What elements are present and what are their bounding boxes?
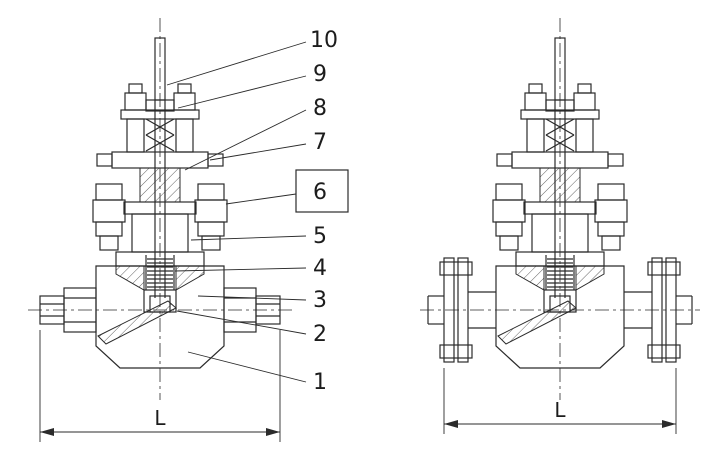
seat-section-right <box>175 265 205 291</box>
callout-label-2: 2 <box>313 322 327 347</box>
right-valve-dimension: L <box>443 368 677 434</box>
body-partition <box>497 300 577 345</box>
left-valve-view: L <box>28 18 292 442</box>
end-flange-right <box>647 257 693 363</box>
seat-section-left <box>515 265 545 291</box>
callout-label-6: 6 <box>313 180 327 205</box>
dim-arrow-left <box>40 428 54 436</box>
callout-label-7: 7 <box>313 130 327 155</box>
neck-right <box>624 291 652 329</box>
pipe-stub-right <box>255 295 281 325</box>
seat-section-right <box>575 265 605 291</box>
valve-body-outline <box>495 265 625 369</box>
right-valve-centerlines <box>420 18 700 400</box>
callout-6-box <box>295 169 349 213</box>
callout-label-1: 1 <box>313 370 327 395</box>
end-flange-left <box>427 257 473 363</box>
dim-arrow-right <box>266 428 280 436</box>
flange-bolt-top <box>439 261 473 276</box>
callout-label-3: 3 <box>313 288 327 313</box>
pipe-stub-left <box>39 295 65 325</box>
flange-bolt-bottom <box>439 344 473 359</box>
callout-leader-lines <box>166 41 307 383</box>
left-valve-centerlines <box>28 18 292 400</box>
part-callouts: 10 9 8 7 6 5 4 3 2 1 <box>166 28 349 395</box>
seat-section-left <box>115 265 145 291</box>
callout-label-8: 8 <box>313 96 327 121</box>
stem-bushing-threads <box>545 255 575 290</box>
callout-label-9: 9 <box>313 62 327 87</box>
stem-bushing-threads <box>145 255 175 290</box>
dim-arrow-left <box>444 420 458 428</box>
valve-body-outline <box>95 265 225 369</box>
dim-arrow-right <box>662 420 676 428</box>
callout-label-4: 4 <box>313 256 327 281</box>
callout-label-5: 5 <box>313 224 327 249</box>
flange-bolt-bottom <box>647 344 681 359</box>
right-valve-view: L <box>420 18 700 434</box>
body-partition <box>97 300 177 345</box>
callout-label-10: 10 <box>310 28 338 53</box>
left-valve-dimension: L <box>39 330 281 442</box>
left-dimension-label: L <box>154 406 166 430</box>
right-valve-body <box>427 251 693 369</box>
neck-left <box>468 291 496 329</box>
right-dimension-label: L <box>554 398 566 422</box>
flange-bolt-top <box>647 261 681 276</box>
